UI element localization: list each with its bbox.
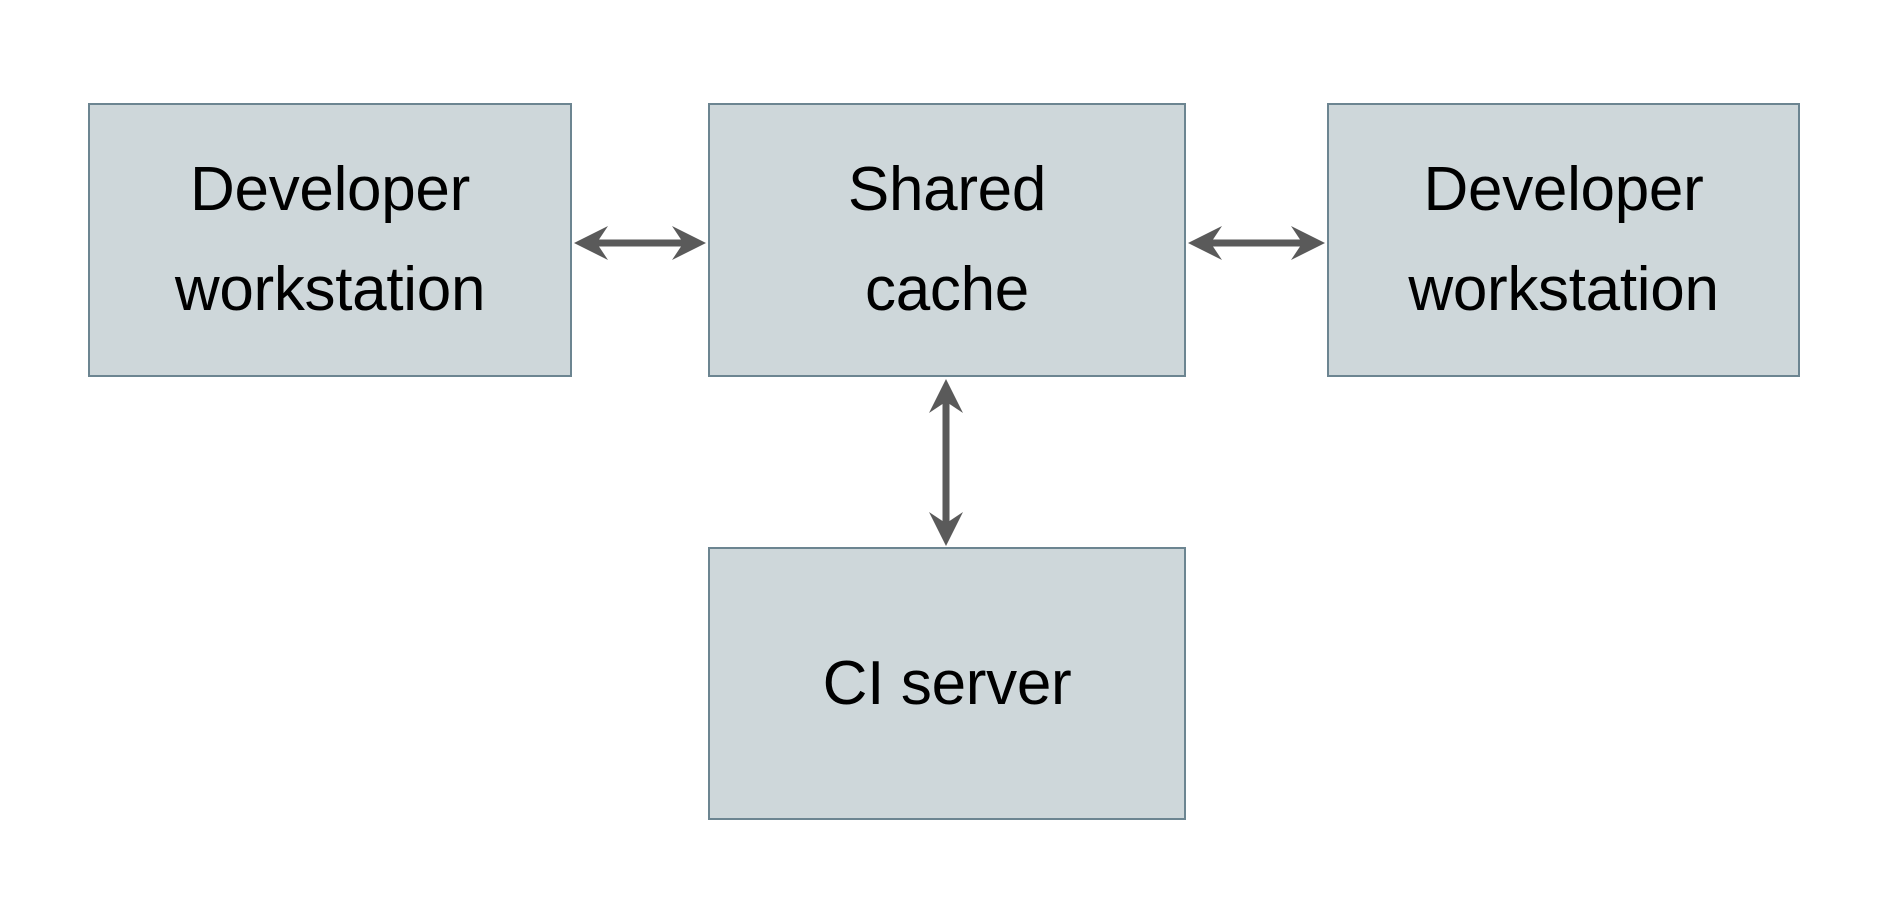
connector-left-workstation-to-shared-cache: [574, 220, 706, 266]
node-label: Shared cache: [847, 155, 1047, 324]
connector-shared-cache-to-ci-server: [923, 379, 969, 546]
node-label: Developer workstation: [174, 155, 486, 324]
node-developer-workstation-right[interactable]: Developer workstation: [1327, 103, 1800, 377]
double-arrow-icon: [1188, 226, 1325, 260]
double-arrow-icon: [929, 379, 963, 546]
node-developer-workstation-left[interactable]: Developer workstation: [88, 103, 572, 377]
node-label: Developer workstation: [1408, 155, 1719, 324]
node-ci-server[interactable]: CI server: [708, 547, 1186, 820]
connector-shared-cache-to-right-workstation: [1188, 220, 1325, 266]
node-shared-cache[interactable]: Shared cache: [708, 103, 1186, 377]
double-arrow-icon: [574, 226, 706, 260]
node-label: CI server: [822, 648, 1072, 718]
